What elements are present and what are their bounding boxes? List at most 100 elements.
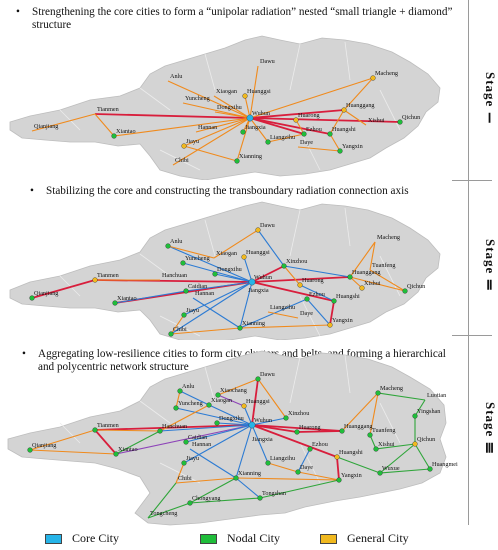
city-label-xiaogan: Xiaogan xyxy=(211,397,232,404)
link-wuhun-xinzhou xyxy=(251,265,285,283)
city-label-yingshan: Yingshan xyxy=(417,408,440,415)
city-node-anlu xyxy=(165,243,171,249)
link-huarong-huangshi xyxy=(299,284,335,302)
city-label-huangshi: Huangshi xyxy=(332,126,356,133)
county-boundary xyxy=(299,442,321,484)
city-label-tuanfeng: Tuanfeng xyxy=(372,427,396,434)
legend-core-label: Core City xyxy=(72,531,119,545)
city-label-xiaochang: Xiaochang xyxy=(220,387,247,394)
link-hannan-xianning xyxy=(192,297,241,329)
county-boundary xyxy=(289,356,301,404)
link-anlu-xiaogan xyxy=(167,245,215,259)
link-macheng-tuanfeng xyxy=(369,392,379,436)
city-label-jiayu: Jiayu xyxy=(186,307,199,314)
link-macheng-tuanfeng xyxy=(369,241,376,271)
link-liangzihu-daye xyxy=(267,462,299,473)
link-xiaogan-wuhun xyxy=(213,95,251,119)
city-node-jiayu xyxy=(181,460,187,466)
city-node-qianjiang xyxy=(29,295,35,301)
link-jiayu-xianning xyxy=(183,145,238,162)
city-node-qichun xyxy=(412,441,418,447)
bullet-icon: • xyxy=(16,6,20,18)
link-xishui-qichun xyxy=(375,443,416,450)
city-node-huanggsi xyxy=(241,254,247,260)
bullet-icon: • xyxy=(22,348,26,360)
link-yuncheng-wuhun xyxy=(182,102,251,119)
city-label-wuhun: Wuhun xyxy=(252,110,270,117)
link-ezhou-yangxin xyxy=(306,298,331,326)
city-node-wuxue xyxy=(377,470,383,476)
link-daye-yangxin xyxy=(297,471,340,481)
city-label-caidian: Caidian xyxy=(188,283,207,290)
link-qianjiang-tianmen xyxy=(29,429,96,451)
city-label-huarong: Huarong xyxy=(298,112,320,119)
city-node-ezhou xyxy=(304,296,310,302)
link-qianjiang-tianmen xyxy=(31,113,96,132)
city-label-macheng: Macheng xyxy=(380,385,403,392)
city-node-dawu xyxy=(255,227,261,233)
city-node-yangxin xyxy=(327,322,333,328)
county-boundary xyxy=(139,400,171,424)
link-yuncheng-wuhun xyxy=(175,407,253,426)
city-node-huangshi xyxy=(327,131,333,137)
stage-2-description-text: Stabilizing the core and constructing th… xyxy=(46,185,409,197)
city-node-yingshan xyxy=(412,413,418,419)
city-node-chibi xyxy=(168,331,174,337)
stage-2-network-diagram: DawuMachengAnluXiaoganYunchengHuanggsiDo… xyxy=(9,201,441,340)
city-label-anlu: Anlu xyxy=(170,238,182,245)
city-node-tuanfeng xyxy=(367,432,373,438)
city-node-xiantao xyxy=(113,451,119,457)
link-tianmen-wuhun xyxy=(94,113,251,119)
city-label-daye: Daye xyxy=(300,139,313,146)
city-node-xiaogan xyxy=(206,402,212,408)
city-node-huangshi xyxy=(334,454,340,460)
link-xiaochang-huanggsi xyxy=(217,394,245,407)
link-wuhun-huangshi xyxy=(251,424,338,458)
city-label-dawu: Dawu xyxy=(260,58,275,65)
city-node-dongxihu xyxy=(214,420,220,426)
city-node-ezhou xyxy=(307,446,313,452)
link-dawu-wuhun xyxy=(249,65,259,119)
city-label-tuanfeng: Tuanfeng xyxy=(372,262,396,269)
city-label-tianmen: Tianmen xyxy=(97,272,119,279)
city-label-wuxue: Wuxue xyxy=(382,465,400,472)
link-macheng-huanggang xyxy=(343,77,374,111)
city-label-wuhun: Wuhun xyxy=(254,274,272,281)
county-boundary xyxy=(159,149,201,171)
city-label-ezhou: Ezhou xyxy=(309,291,325,298)
stage-column-divider xyxy=(468,0,469,525)
city-label-xiaogan: Xiaogan xyxy=(216,250,237,257)
city-label-xishui: Xishui xyxy=(368,117,385,124)
link-chongyang-tongcheng xyxy=(147,502,191,519)
city-label-xiantao: Xiantao xyxy=(117,295,137,302)
link-xinzhou-huanggang xyxy=(283,265,351,278)
city-label-chibi: Chibi xyxy=(175,157,189,164)
county-boundary xyxy=(344,207,351,247)
link-chongyang-tongshan xyxy=(189,497,261,504)
link-macheng-huanggang xyxy=(349,241,376,278)
city-node-xianning xyxy=(234,158,240,164)
city-label-hannan: Hannan xyxy=(192,441,211,448)
city-label-macheng: Macheng xyxy=(375,70,398,77)
county-boundary xyxy=(139,87,171,111)
stage-separator xyxy=(452,335,492,336)
link-wuhun-huanggang xyxy=(251,424,343,432)
city-node-macheng xyxy=(370,75,376,81)
county-boundary xyxy=(379,402,401,444)
link-huanggang-xishui xyxy=(343,109,367,126)
city-label-dawu: Dawu xyxy=(260,222,275,229)
city-node-xiantao xyxy=(112,300,118,306)
link-chibi-xianning xyxy=(170,327,241,335)
city-label-anlu: Anlu xyxy=(182,383,194,390)
link-daye-yangxin xyxy=(297,146,341,152)
link-wuhun-huarong xyxy=(251,424,298,433)
county-boundary xyxy=(204,219,216,257)
city-label-xianning: Xianning xyxy=(238,470,261,477)
city-label-xianning: Xianning xyxy=(242,320,265,327)
city-label-yangxin: Yangxin xyxy=(341,472,362,479)
link-wuhun-huanggang xyxy=(251,276,351,283)
city-node-daye xyxy=(295,469,301,475)
county-boundary xyxy=(59,422,81,444)
city-label-huarong: Huarong xyxy=(299,424,321,431)
